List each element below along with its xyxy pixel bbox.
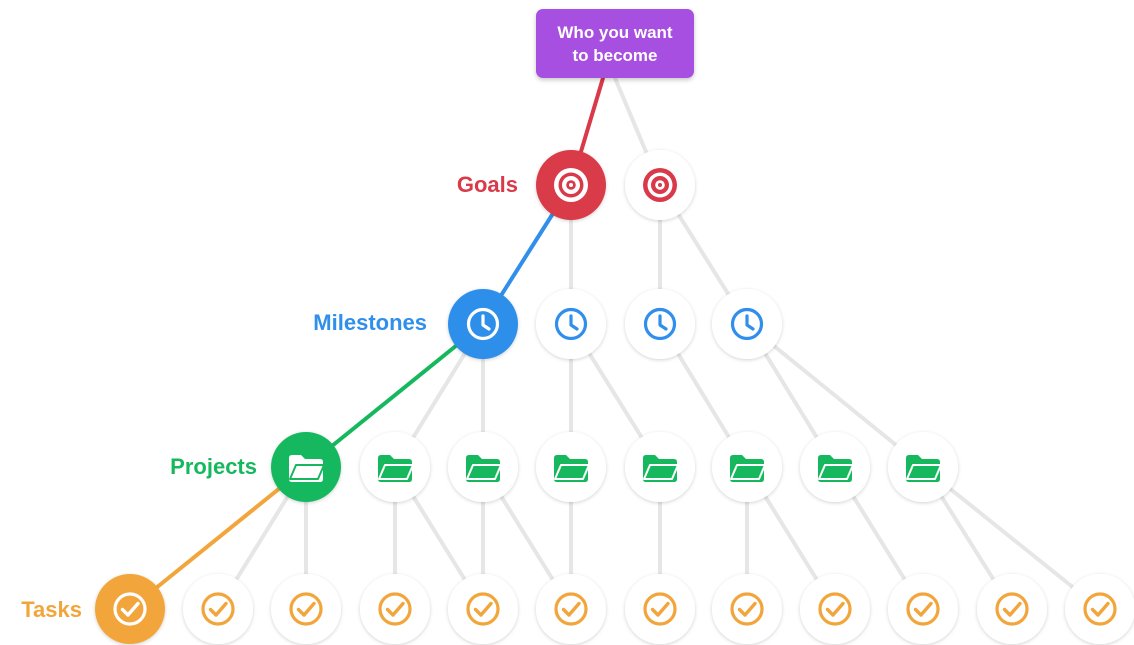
highlight-milestone-to-project [304,322,485,469]
check-circle-icon [818,592,852,626]
folder-icon [554,455,590,482]
tasks-node-12 [1065,574,1134,644]
projects-label: Projects [170,454,257,479]
milestones-node-2 [536,289,606,359]
check-circle-icon [995,592,1029,626]
clock-icon [466,307,500,341]
tasks-node-circle [95,574,165,644]
projects-node-2 [360,432,430,502]
check-circle-icon [201,592,235,626]
check-circle-icon [906,592,940,626]
root-title-line-2: to become [572,46,657,65]
root-box [536,9,694,78]
connector-milestone-project [745,322,925,469]
goals-node-2 [625,150,695,220]
root-title-line-1: Who you want [557,23,673,42]
tasks-node-circle [625,574,695,644]
folder-icon [466,455,502,482]
folder-icon [818,455,854,482]
connector-project-task [921,465,1102,611]
projects-node-7 [800,432,870,502]
check-circle-icon [554,592,588,626]
check-circle-icon [730,592,764,626]
milestones-label: Milestones [313,310,427,335]
highlighted-path [128,76,605,611]
tasks-node-3 [271,574,341,644]
check-circle-icon [466,592,500,626]
goals-node-1-active [536,150,606,220]
highlight-project-to-task [128,465,308,611]
goals-label: Goals [457,172,518,197]
target-icon [554,168,588,202]
tasks-node-2 [183,574,253,644]
check-circle-icon [113,592,147,626]
projects-node-3 [448,432,518,502]
projects-node-1-active [271,432,341,502]
hierarchy-nodes [95,150,1134,644]
check-circle-icon [378,592,412,626]
check-circle-icon [1083,592,1117,626]
clock-icon [730,307,764,341]
tasks-node-circle [360,574,430,644]
milestones-node-4 [712,289,782,359]
folder-icon [378,455,414,482]
tasks-node-circle [1065,574,1134,644]
milestones-node-1-active [448,289,518,359]
tasks-node-7 [625,574,695,644]
target-icon [643,168,677,202]
tasks-node-8 [712,574,782,644]
tasks-node-circle [977,574,1047,644]
tasks-node-9 [800,574,870,644]
level-labels: Goals Milestones Projects Tasks [21,172,518,622]
tasks-node-circle [536,574,606,644]
tasks-node-10 [888,574,958,644]
tasks-node-1-active [95,574,165,644]
tasks-node-circle [888,574,958,644]
root-node: Who you want to become [536,9,694,78]
folder-icon [289,455,325,482]
tasks-node-4 [360,574,430,644]
tasks-node-6 [536,574,606,644]
folder-icon [730,455,766,482]
clock-icon [554,307,588,341]
check-circle-icon [643,592,677,626]
folder-icon [906,455,942,482]
tasks-node-circle [183,574,253,644]
check-circle-icon [289,592,323,626]
tasks-node-11 [977,574,1047,644]
tasks-node-circle [712,574,782,644]
projects-node-6 [712,432,782,502]
tasks-node-circle [800,574,870,644]
tasks-node-circle [448,574,518,644]
tasks-label: Tasks [21,597,82,622]
milestones-node-3 [625,289,695,359]
projects-node-4 [536,432,606,502]
tasks-node-circle [271,574,341,644]
projects-node-5 [625,432,695,502]
folder-icon [643,455,679,482]
tasks-node-5 [448,574,518,644]
clock-icon [643,307,677,341]
projects-node-8 [888,432,958,502]
